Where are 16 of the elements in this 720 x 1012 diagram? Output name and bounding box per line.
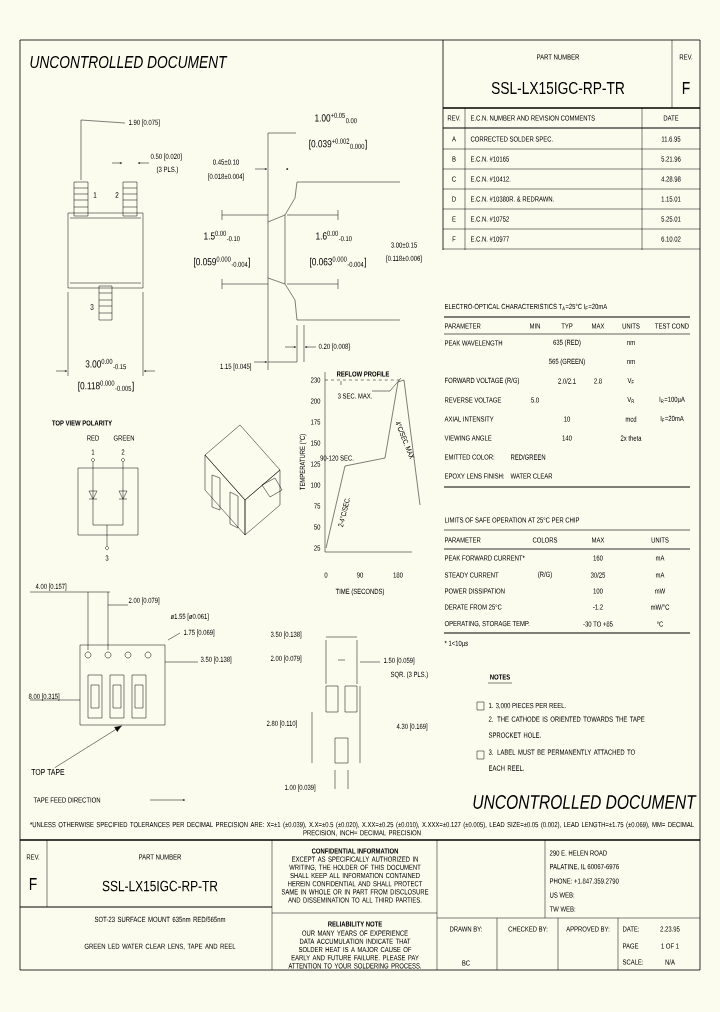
pin-number: 2 xyxy=(115,192,119,198)
revision-letter: F xyxy=(682,82,690,94)
dimension-label: [0.118$^{0.000}$$_{-0.005}$] xyxy=(78,380,134,392)
dimension-label: [0.039$^{+0.002}$$_{0.000}$] xyxy=(309,138,367,150)
watermark-heading: UNCONTROLLED DOCUMENT xyxy=(30,55,228,69)
leader-line xyxy=(54,725,122,768)
pin-number: 1 xyxy=(93,192,97,198)
part-number: SSL-LX15IGC-RP-TR xyxy=(102,880,218,892)
dimension-label: [0.059$^{0.000}$$_{-0.004}$] xyxy=(194,256,250,268)
dimension-label: [0.063$^{0.000}$$_{-0.004}$] xyxy=(310,256,366,268)
watermark-heading: UNCONTROLLED DOCUMENT xyxy=(473,795,697,809)
part-number: SSL-LX15IGC-RP-TR xyxy=(491,81,625,95)
revision-letter: F xyxy=(29,878,37,890)
pin-number: 3 xyxy=(90,304,94,310)
callout-label: TOP TAPE xyxy=(31,768,65,776)
carrier-tape xyxy=(79,644,166,726)
